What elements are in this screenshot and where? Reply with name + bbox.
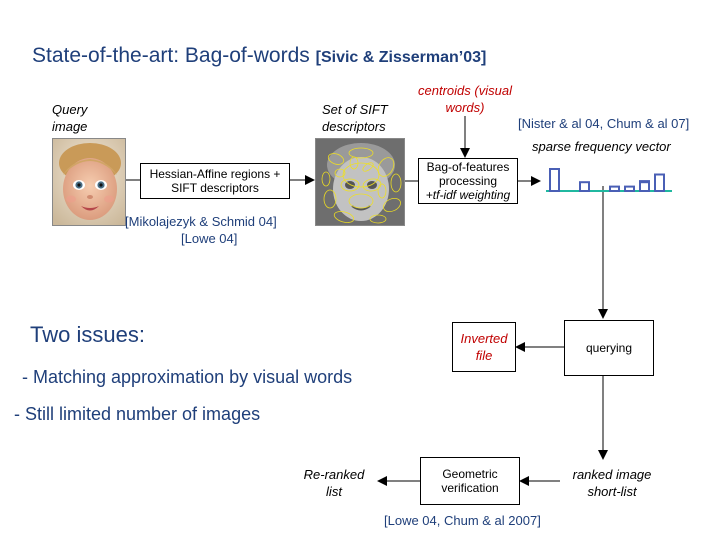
bag-of-features-box: Bag-of-features processing +tf-idf weigh… <box>418 158 518 204</box>
ranked-shortlist-label: ranked image short-list <box>572 467 652 499</box>
child-face-picture <box>53 139 125 225</box>
nister-reference: [Nister & al 04, Chum & al 07] <box>518 116 690 131</box>
geometric-verification-box: Geometric verification <box>420 457 520 505</box>
issue-item-1: - Matching approximation by visual words <box>22 367 353 387</box>
vector-bar <box>609 185 620 193</box>
vector-bar <box>579 181 590 192</box>
title-reference: [Sivic & Zisserman’03] <box>315 49 487 66</box>
geometric-verification-text: Geometric verification <box>441 467 499 495</box>
sift-set-label: Set of SIFT descriptors <box>322 102 388 134</box>
lowe-reference: [Lowe 04] <box>181 231 238 246</box>
issue-item-2: - Still limited number of images <box>14 404 261 424</box>
vector-bar <box>654 173 665 192</box>
sparse-vector-label: sparse frequency vector <box>532 139 671 154</box>
query-image-label: Query image <box>52 102 88 134</box>
hessian-affine-box: Hessian-Affine regions + SIFT descriptor… <box>140 163 290 199</box>
hessian-affine-text: Hessian-Affine regions + SIFT descriptor… <box>149 167 281 195</box>
tfidf-text: +tf-idf weighting <box>425 188 511 202</box>
vector-bar <box>624 185 635 193</box>
reranked-list-label: Re-ranked list <box>303 467 365 499</box>
issues-heading: Two issues: <box>30 322 145 347</box>
vector-bar <box>639 180 650 193</box>
query-image-photo <box>52 138 126 226</box>
vector-bar <box>639 181 650 192</box>
bag-of-features-text: Bag-of-features processing <box>426 160 510 188</box>
sift-features-picture <box>316 139 404 225</box>
querying-box: querying <box>564 320 654 376</box>
slide-title: State-of-the-art: Bag-of-words [Sivic & … <box>32 44 486 68</box>
sift-descriptor-image <box>315 138 405 226</box>
vector-bar <box>549 168 560 192</box>
inverted-file-text: Inverted file <box>460 331 508 363</box>
title-main: State-of-the-art: Bag-of-words <box>32 44 316 67</box>
centroids-label: centroids (visual words) <box>418 83 512 115</box>
mikolajczyk-reference: [Mikolajezyk & Schmid 04] <box>125 214 277 229</box>
inverted-file-box: Inverted file <box>452 322 516 372</box>
bottom-reference: [Lowe 04, Chum & al 2007] <box>384 513 541 528</box>
querying-text: querying <box>585 341 633 355</box>
sparse-vector-chart <box>546 168 672 193</box>
